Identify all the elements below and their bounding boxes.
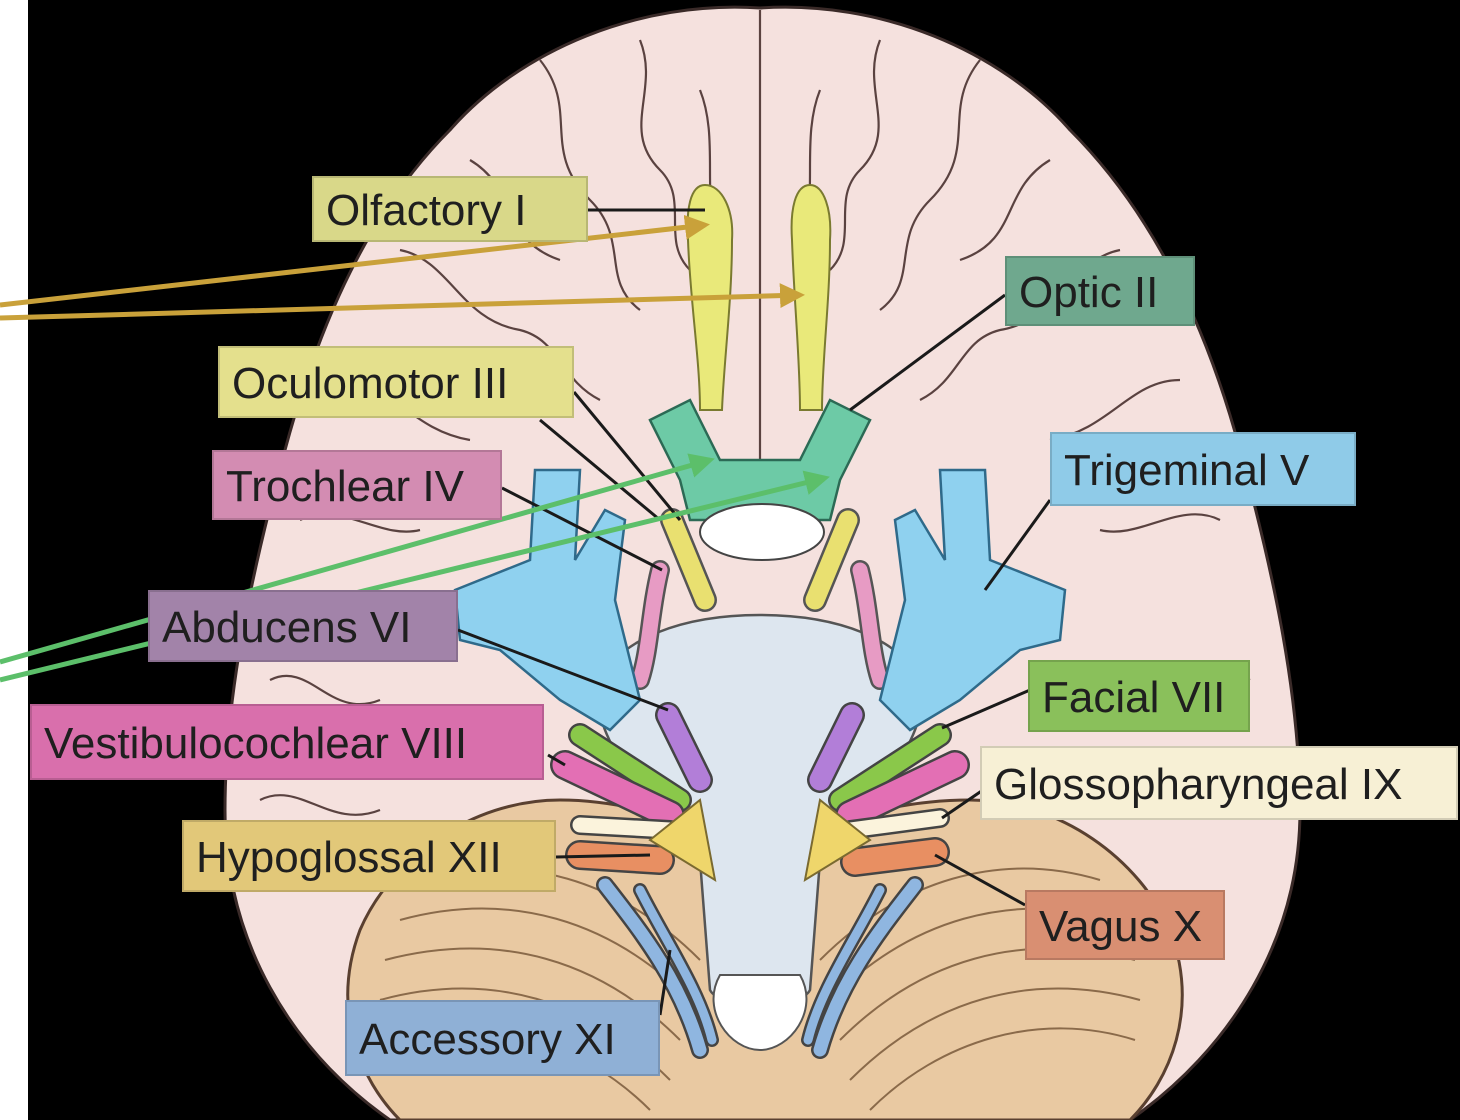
- olfactory-label: Olfactory I: [312, 176, 588, 242]
- optic-label: Optic II: [1005, 256, 1195, 326]
- trochlear-label: Trochlear IV: [212, 450, 502, 520]
- optic-arrow-2: [0, 470, 830, 683]
- facial-nerve-icon: [568, 723, 952, 812]
- optic-arrow: [0, 453, 715, 665]
- left-margin: [0, 0, 28, 1120]
- olfactory-arrow-2: [0, 283, 805, 321]
- hypoglossal-label: Hypoglossal XII: [182, 820, 556, 892]
- accessory-nerve-icon: [596, 876, 924, 1059]
- accessory-label: Accessory XI: [345, 1000, 660, 1076]
- trigeminal-label: Trigeminal V: [1050, 432, 1356, 506]
- oculomotor-label: Oculomotor III: [218, 346, 574, 418]
- vagus-label: Vagus X: [1025, 890, 1225, 960]
- hypoglossal-nerve-icon: [648, 798, 872, 883]
- abducens-label: Abducens VI: [148, 590, 458, 662]
- trochlear-nerve-icon: [630, 560, 890, 690]
- abducens-nerve-icon: [655, 702, 865, 793]
- oculomotor-nerve-icon: [660, 508, 860, 612]
- glossopharyngeal-label: Glossopharyngeal IX: [980, 746, 1458, 820]
- vestibulocochlear-nerve-icon: [550, 750, 970, 830]
- facial-label: Facial VII: [1028, 660, 1250, 732]
- vestibulocochlear-label: Vestibulocochlear VIII: [30, 704, 544, 780]
- spinal-cord-section: [712, 974, 808, 1052]
- leader-lines: [457, 208, 1052, 1016]
- glossopharyngeal-nerve-icon: [570, 808, 950, 840]
